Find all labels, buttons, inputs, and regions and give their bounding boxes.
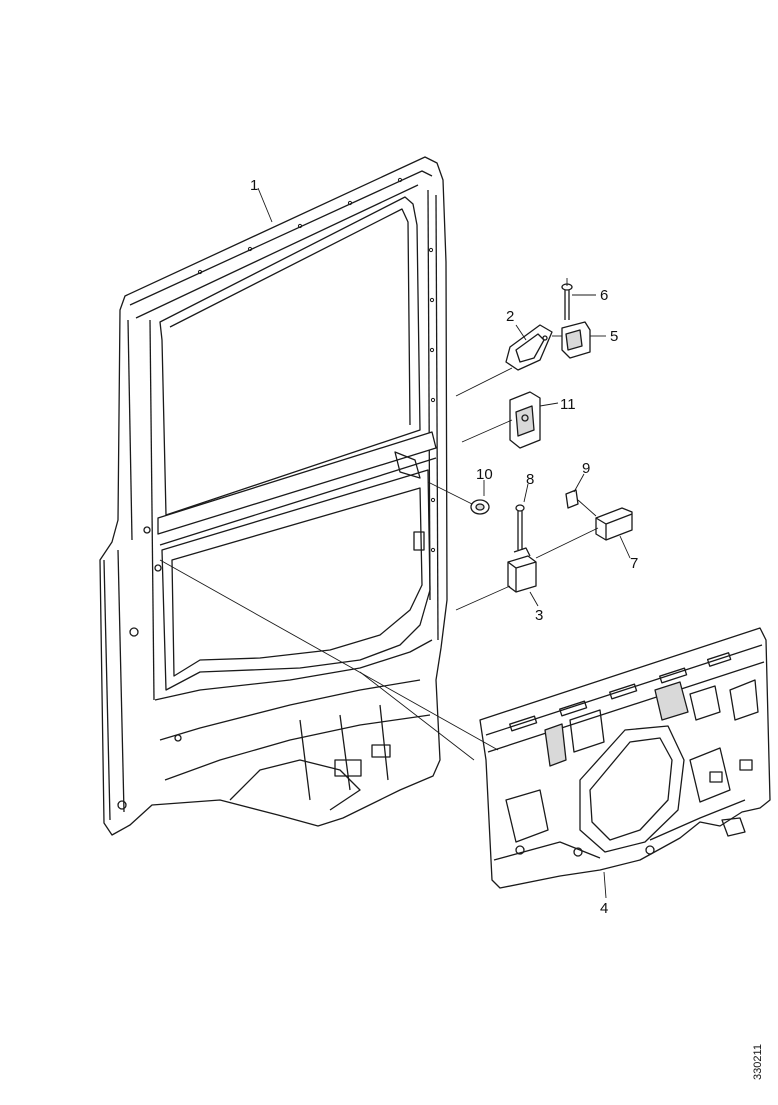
inner-panel-part: [479, 627, 771, 889]
handle-bracket-part: [505, 324, 553, 371]
bolt-mid-part: [515, 504, 525, 550]
reference-code-text: 330211: [752, 1044, 764, 1080]
label-11: 11: [560, 396, 576, 413]
label-10: 10: [476, 466, 493, 483]
label-4: 4: [600, 900, 608, 917]
hinge-clip-part: [561, 321, 591, 359]
label-8: 8: [526, 471, 534, 488]
lock-block-part: [507, 547, 537, 593]
reference-code: 330211: [746, 1030, 770, 1094]
label-9: 9: [582, 460, 590, 477]
door-frame-part: [99, 156, 448, 836]
label-6: 6: [600, 287, 608, 304]
latch-plate-part: [509, 391, 541, 449]
label-3: 3: [535, 607, 543, 624]
label-2: 2: [506, 308, 514, 325]
grommet-part: [470, 499, 490, 515]
label-1: 1: [250, 177, 258, 194]
label-7: 7: [630, 555, 638, 572]
connector-part: [595, 507, 633, 541]
leader-lines: [159, 187, 631, 899]
label-5: 5: [610, 328, 618, 345]
bolt-top-part: [561, 283, 573, 320]
callout-labels: 1 2 3 4 5 6 7 8 9 10 11: [250, 177, 638, 917]
clip-small-part: [565, 489, 579, 509]
